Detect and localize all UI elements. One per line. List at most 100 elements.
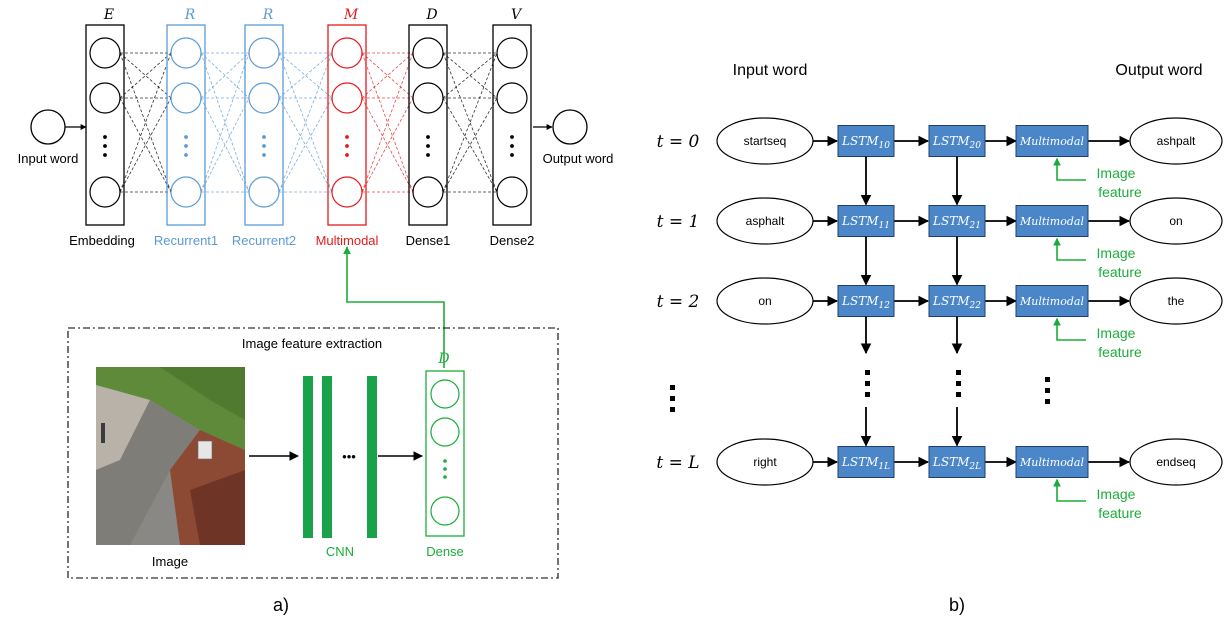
neuron-ellipsis-dot [184, 135, 188, 139]
panel-b-caption: b) [949, 595, 965, 615]
neuron-ellipsis-dot [262, 144, 266, 148]
layer-connection [119, 97, 172, 193]
neuron-ellipsis-dot [426, 135, 430, 139]
input-word-text: on [758, 294, 771, 308]
output-word-node [1129, 197, 1223, 245]
lstm-cell [837, 285, 895, 317]
layer-box [85, 24, 125, 226]
layer-connection [442, 52, 498, 99]
lstm-label: LSTM21 [932, 214, 981, 231]
layer-label: Dense2 [490, 233, 535, 248]
multimodal-label: Multimodal [1019, 456, 1084, 469]
layer-connection [119, 52, 172, 99]
neuron [248, 176, 280, 208]
feature-extraction-title: Image feature extraction [242, 336, 382, 351]
dense-dot [443, 475, 447, 479]
lstm-cell [928, 125, 986, 157]
layer-connection [119, 52, 172, 99]
dense-letter: D [437, 351, 449, 367]
dense-dot [443, 459, 447, 463]
image-feature-label: Image [1097, 245, 1136, 261]
layer-box [408, 24, 448, 226]
lstm-cell [928, 446, 986, 478]
layer-connection [361, 97, 414, 193]
image-label: Image [152, 554, 188, 569]
multimodal-label: Multimodal [1019, 135, 1084, 148]
neuron-ellipsis-dot [103, 135, 107, 139]
output-word-header: Output word [1115, 62, 1202, 79]
neuron-ellipsis-dot [262, 153, 266, 157]
layer-connection [200, 52, 250, 193]
neuron-ellipsis-dot [345, 135, 349, 139]
neuron-ellipsis-dot [510, 153, 514, 157]
input-word-node [30, 109, 66, 145]
layer-connections [119, 52, 498, 193]
input-image [96, 367, 245, 545]
layer-connection [361, 52, 414, 99]
output-word-node [1129, 117, 1223, 165]
cnn-label: CNN [326, 544, 354, 559]
neuron-ellipsis-dot [345, 153, 349, 157]
layer-letter: D [425, 7, 437, 23]
dense-dot [443, 467, 447, 471]
neuron [496, 82, 528, 114]
dense-label: Dense [426, 544, 464, 559]
layer-connection [278, 97, 333, 193]
lstm-cell [928, 205, 986, 237]
layer-label: Dense1 [406, 233, 451, 248]
output-word-text: endseq [1156, 455, 1195, 469]
layer-connection [361, 97, 414, 193]
layer-label: Recurrent2 [232, 233, 296, 248]
layer-label: Recurrent1 [154, 233, 218, 248]
neuron [89, 37, 121, 69]
output-word-label: Output word [543, 151, 614, 166]
image-feature-label: feature [1098, 344, 1142, 360]
layer-connection [278, 52, 333, 99]
image-feature-arrow [1053, 317, 1086, 341]
layer-box [327, 24, 367, 226]
output-word-node [1129, 438, 1223, 486]
lstm-label: LSTM22 [932, 294, 981, 311]
layer-letter: R [262, 7, 274, 23]
neuron [412, 37, 444, 69]
layer-label: Embedding [69, 233, 135, 248]
neuron [248, 37, 280, 69]
multimodal-label: Multimodal [1019, 295, 1084, 308]
layer-recurrent2: R Recurrent2 [232, 7, 296, 248]
layer-connection [278, 52, 333, 99]
multimodal-cell [1015, 205, 1089, 237]
output-word-text: on [1169, 214, 1182, 228]
neuron [89, 176, 121, 208]
lstm-label: LSTM2L [932, 455, 981, 472]
image-feature-label: feature [1098, 505, 1142, 521]
neuron [331, 82, 363, 114]
output-word-node [1129, 277, 1223, 325]
multimodal-label: Multimodal [1019, 215, 1084, 228]
neuron [496, 37, 528, 69]
image-feature-label: feature [1098, 264, 1142, 280]
layer-letter: R [184, 7, 196, 23]
lstm-label: LSTM11 [841, 214, 890, 231]
neuron [331, 37, 363, 69]
lstm-label: LSTM10 [841, 134, 890, 151]
multimodal-cell [1015, 446, 1089, 478]
panel-a-caption: a) [273, 595, 289, 615]
time-step-label: t = 2 [657, 292, 700, 312]
layer-box [166, 24, 206, 226]
input-word-text: startseq [744, 134, 787, 148]
output-word-text: the [1168, 294, 1185, 308]
ellipsis-markers [670, 370, 1050, 412]
lstm-label: LSTM12 [841, 294, 890, 311]
cnn-bar [367, 376, 377, 538]
time-step-label: t = 1 [657, 212, 700, 232]
image-feature-label: Image [1097, 325, 1136, 341]
neuron-ellipsis-dot [103, 153, 107, 157]
layer-connection [442, 97, 498, 193]
layer-connection [361, 52, 414, 99]
layer-letter: M [343, 7, 359, 23]
neuron-ellipsis-dot [510, 135, 514, 139]
